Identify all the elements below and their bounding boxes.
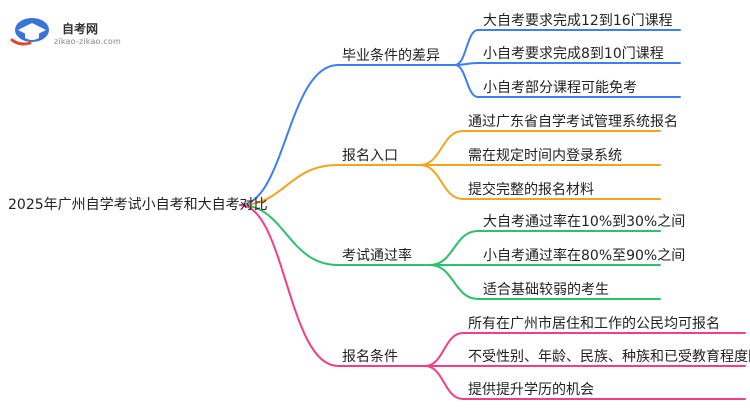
- branch-connector: [239, 164, 339, 206]
- leaf-connector: [429, 230, 479, 266]
- branch-pass-rate: 考试通过率: [342, 248, 412, 264]
- logo-title: 自考网: [62, 22, 99, 36]
- leaf-weak-foundation: 适合基础较弱的考生: [483, 282, 609, 298]
- leaf-login-in-time: 需在规定时间内登录系统: [468, 148, 622, 164]
- leaf-connector: [429, 264, 479, 300]
- branch-registration-portal: 报名入口: [342, 148, 398, 164]
- branch-connector: [239, 204, 339, 367]
- branch-connector: [239, 204, 339, 266]
- logo-subtitle: zikao-zikao.com: [54, 37, 121, 46]
- branch-graduation-differences: 毕业条件的差异: [342, 48, 440, 64]
- leaf-all-citizens-eligible: 所有在广州市居住和工作的公民均可报名: [468, 316, 720, 332]
- leaf-small-exam-exemption: 小自考部分课程可能免考: [483, 80, 637, 96]
- leaf-small-exam-course-count: 小自考要求完成8到10门课程: [483, 46, 664, 62]
- leaf-no-restrictions: 不受性别、年龄、民族、种族和已受教育程度限制: [468, 349, 750, 365]
- graduation-cap-icon: [10, 18, 49, 46]
- branch-connector: [239, 64, 339, 206]
- leaf-connector: [424, 332, 464, 367]
- leaf-register-via-system: 通过广东省自学考试管理系统报名: [468, 114, 678, 130]
- site-logo: 自考网 zikao-zikao.com: [8, 10, 148, 50]
- leaf-connector: [419, 130, 464, 166]
- leaf-connector: [419, 164, 464, 200]
- leaf-small-exam-pass-rate: 小自考通过率在80%至90%之间: [483, 248, 686, 264]
- leaf-self-exam-course-count: 大自考要求完成12到16门课程: [483, 13, 673, 29]
- leaf-connector: [424, 365, 464, 400]
- leaf-self-exam-pass-rate: 大自考通过率在10%到30%之间: [483, 214, 686, 230]
- branch-registration-conditions: 报名条件: [342, 349, 398, 365]
- leaf-submit-materials: 提交完整的报名材料: [468, 182, 594, 198]
- root-topic: 2025年广州自学考试小自考和大自考对比: [8, 197, 268, 213]
- leaf-connector: [454, 64, 479, 98]
- leaf-upgrade-opportunity: 提供提升学历的机会: [468, 382, 594, 398]
- leaf-connector: [454, 29, 479, 66]
